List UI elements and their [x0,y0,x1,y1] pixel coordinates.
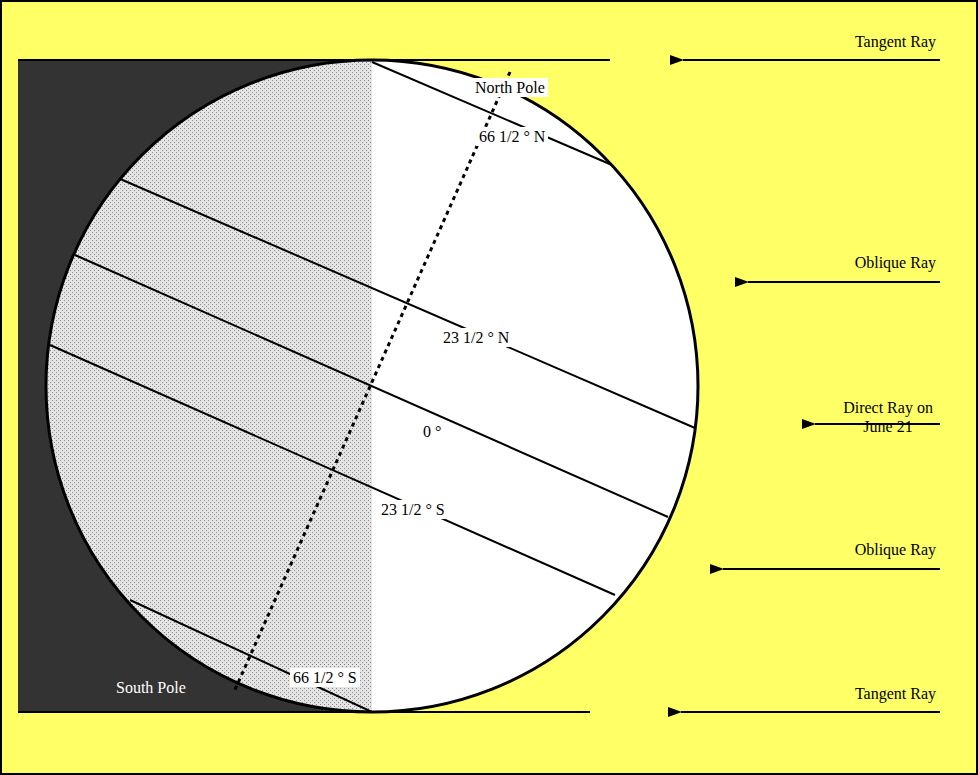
pole-label: South Pole [116,678,186,697]
day-half [372,55,712,720]
sun-rays [681,60,940,712]
ray-label: Direct Ray on June 21 [840,398,936,436]
latitude-label: 0 ° [420,422,444,441]
tangent-lines [18,60,610,712]
ray-label: Tangent Ray [855,684,936,703]
latitude-label: 66 1/2 ° S [290,668,360,687]
earth-outline [46,60,698,712]
latitude-label: 23 1/2 ° N [440,328,512,347]
latitude-label: 23 1/2 ° S [378,500,448,519]
pole-label: North Pole [472,78,548,97]
ray-label: Tangent Ray [855,32,936,51]
night-half [40,55,372,720]
latitude-label: 66 1/2 ° N [476,127,548,146]
earth-axis [234,72,510,692]
ray-label: Oblique Ray [855,540,936,559]
ray-label: Oblique Ray [855,253,936,272]
latitude-lines [50,62,695,712]
